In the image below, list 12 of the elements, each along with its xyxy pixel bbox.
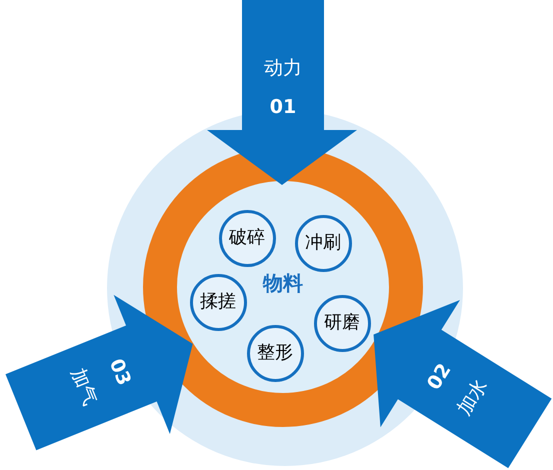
arrow-number: 02 (424, 360, 454, 393)
arrow-number: 01 (270, 98, 296, 116)
process-label: 冲刷 (305, 234, 341, 252)
process-label: 研磨 (324, 314, 360, 332)
process-label: 破碎 (229, 229, 265, 247)
arrow-number: 03 (106, 356, 134, 388)
arrow-label: 动力 (264, 58, 302, 78)
process-label: 整形 (257, 344, 293, 362)
arrow-label: 加水 (454, 376, 490, 418)
process-label: 揉搓 (200, 293, 236, 311)
arrow-label: 加气 (68, 366, 100, 408)
center-label: 物料 (262, 273, 304, 293)
